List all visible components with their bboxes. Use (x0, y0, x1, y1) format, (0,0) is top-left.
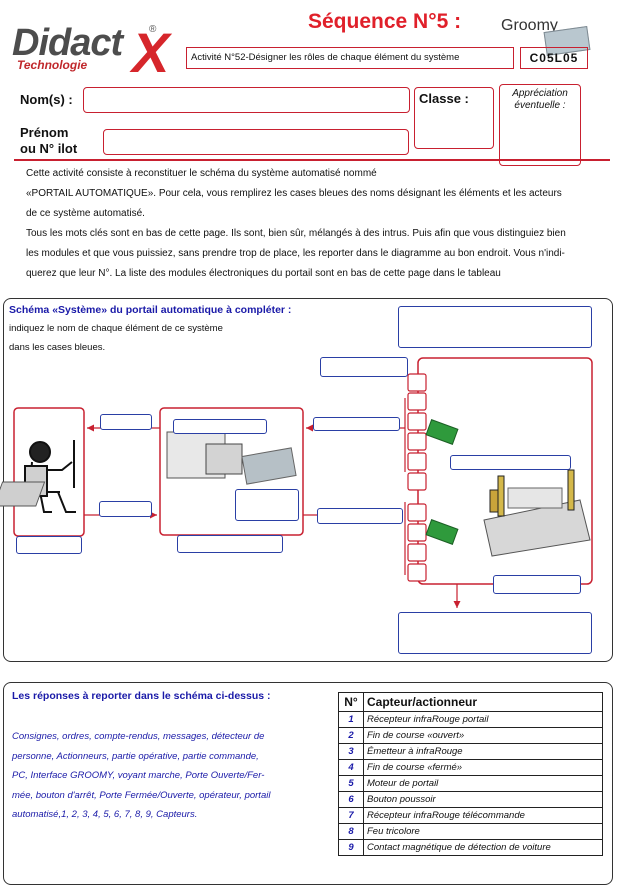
name-label: Nom(s) : (20, 92, 73, 107)
row-number: 3 (338, 743, 364, 760)
answer-box-left-bottom[interactable] (99, 501, 152, 517)
answer-box-bottom-right[interactable] (493, 575, 581, 594)
row-number: 5 (338, 775, 364, 792)
answer-box-top[interactable] (320, 357, 408, 377)
row-label: Fin de course «fermé» (363, 759, 603, 776)
answer-box-interface[interactable] (235, 489, 299, 521)
row-number: 2 (338, 727, 364, 744)
table-header-number: N° (338, 692, 364, 712)
answer-box-operative[interactable] (450, 455, 571, 470)
schema-instructions: indiquez le nom de chaque élément de ce … (9, 319, 269, 357)
groomy-name: Groomy (501, 17, 558, 34)
system-name-box[interactable] (398, 306, 592, 348)
table-header-label: Capteur/actionneur (363, 692, 603, 712)
answers-line: PC, Interface GROOMY, voyant marche, Por… (12, 770, 265, 781)
row-label: Moteur de portail (363, 775, 603, 792)
answer-box-reports[interactable] (317, 508, 403, 524)
answers-line: Consignes, ordres, compte-rendus, messag… (12, 731, 265, 742)
module-icon (425, 419, 459, 445)
answers-keywords: Consignes, ordres, compte-rendus, messag… (12, 727, 312, 825)
pc-image (0, 431, 297, 507)
row-number: 1 (338, 711, 364, 728)
logo-x: X (132, 21, 170, 84)
row-label: Bouton poussoir (363, 791, 603, 808)
answers-panel (3, 682, 613, 885)
row-number: 8 (338, 823, 364, 840)
schema-title: Schéma «Système» du portail automatique … (9, 304, 292, 316)
answers-title: Les réponses à reporter dans le schéma c… (12, 690, 271, 702)
appreciation-label: Appréciation éventuelle : (512, 88, 568, 111)
class-label: Classe : (419, 91, 469, 106)
answers-line: automatisé,1, 2, 3, 4, 5, 6, 7, 8, 9, Ca… (12, 809, 198, 820)
table-header-row: N° Capteur/actionneur (338, 692, 603, 712)
firstname-label: Prénom ou N° ilot (20, 125, 77, 157)
intro-line: Cette activité consiste à reconstituer l… (26, 168, 377, 179)
activity-title: Activité N°52-Désigner les rôles de chaq… (186, 47, 514, 69)
answer-box-left-top[interactable] (100, 414, 152, 430)
intro-line: querez que leur N°. La liste des modules… (26, 268, 501, 279)
intro-line: «PORTAIL AUTOMATIQUE». Pour cela, vous r… (26, 188, 562, 199)
firstname-field[interactable] (103, 129, 409, 155)
sequence-title: Séquence N°5 : (308, 10, 462, 33)
intro-line: de ce système automatisé. (26, 208, 145, 219)
answers-line: personne, Actionneurs, partie opérative,… (12, 750, 259, 762)
module-icon (425, 519, 459, 545)
answer-box-command-top[interactable] (173, 419, 267, 434)
row-label: Récepteur infraRouge portail (363, 711, 603, 728)
row-number: 6 (338, 791, 364, 808)
intro-line: les modules et que vous puissiez, sans p… (26, 248, 565, 259)
logo-registered: ® (149, 24, 157, 35)
row-number: 4 (338, 759, 364, 776)
row-label: Contact magnétique de détection de voitu… (363, 839, 603, 856)
row-number: 7 (338, 807, 364, 824)
row-label: Émetteur à infraRouge (363, 743, 603, 760)
firstname-label-line1: Prénom (20, 125, 69, 140)
row-label: Récepteur infraRouge télécommande (363, 807, 603, 824)
intro-line: Tous les mots clés sont en bas de cette … (26, 228, 566, 239)
schema-instruction-line: indiquez le nom de chaque élément de ce … (9, 323, 223, 334)
intro-text: Cette activité consiste à reconstituer l… (26, 164, 616, 284)
header-separator (14, 159, 610, 161)
firstname-label-line2: ou N° ilot (20, 141, 78, 156)
schema-panel (3, 298, 613, 662)
logo-subtitle: Technologie (17, 58, 88, 72)
row-label: Feu tricolore (363, 823, 603, 840)
answer-box-orders[interactable] (313, 417, 400, 431)
appreciation-field[interactable] (499, 84, 581, 166)
answer-box-command[interactable] (177, 535, 283, 553)
answer-box-output[interactable] (398, 612, 592, 654)
name-field[interactable] (83, 87, 410, 113)
class-field[interactable] (414, 87, 494, 149)
answer-box-operator[interactable] (16, 536, 82, 554)
answers-line: mée, bouton d'arrêt, Porte Fermée/Ouvert… (12, 789, 271, 801)
logo-word: Didact (12, 22, 123, 64)
groomy-logo: Groomy (487, 15, 597, 56)
activity-code: C05L05 (520, 47, 588, 69)
row-label: Fin de course «ouvert» (363, 727, 603, 744)
didactx-logo: Didact X ® Technologie (12, 21, 192, 84)
gate-image (483, 469, 591, 557)
schema-instruction-line: dans les cases bleues. (9, 342, 106, 353)
row-number: 9 (338, 839, 364, 856)
